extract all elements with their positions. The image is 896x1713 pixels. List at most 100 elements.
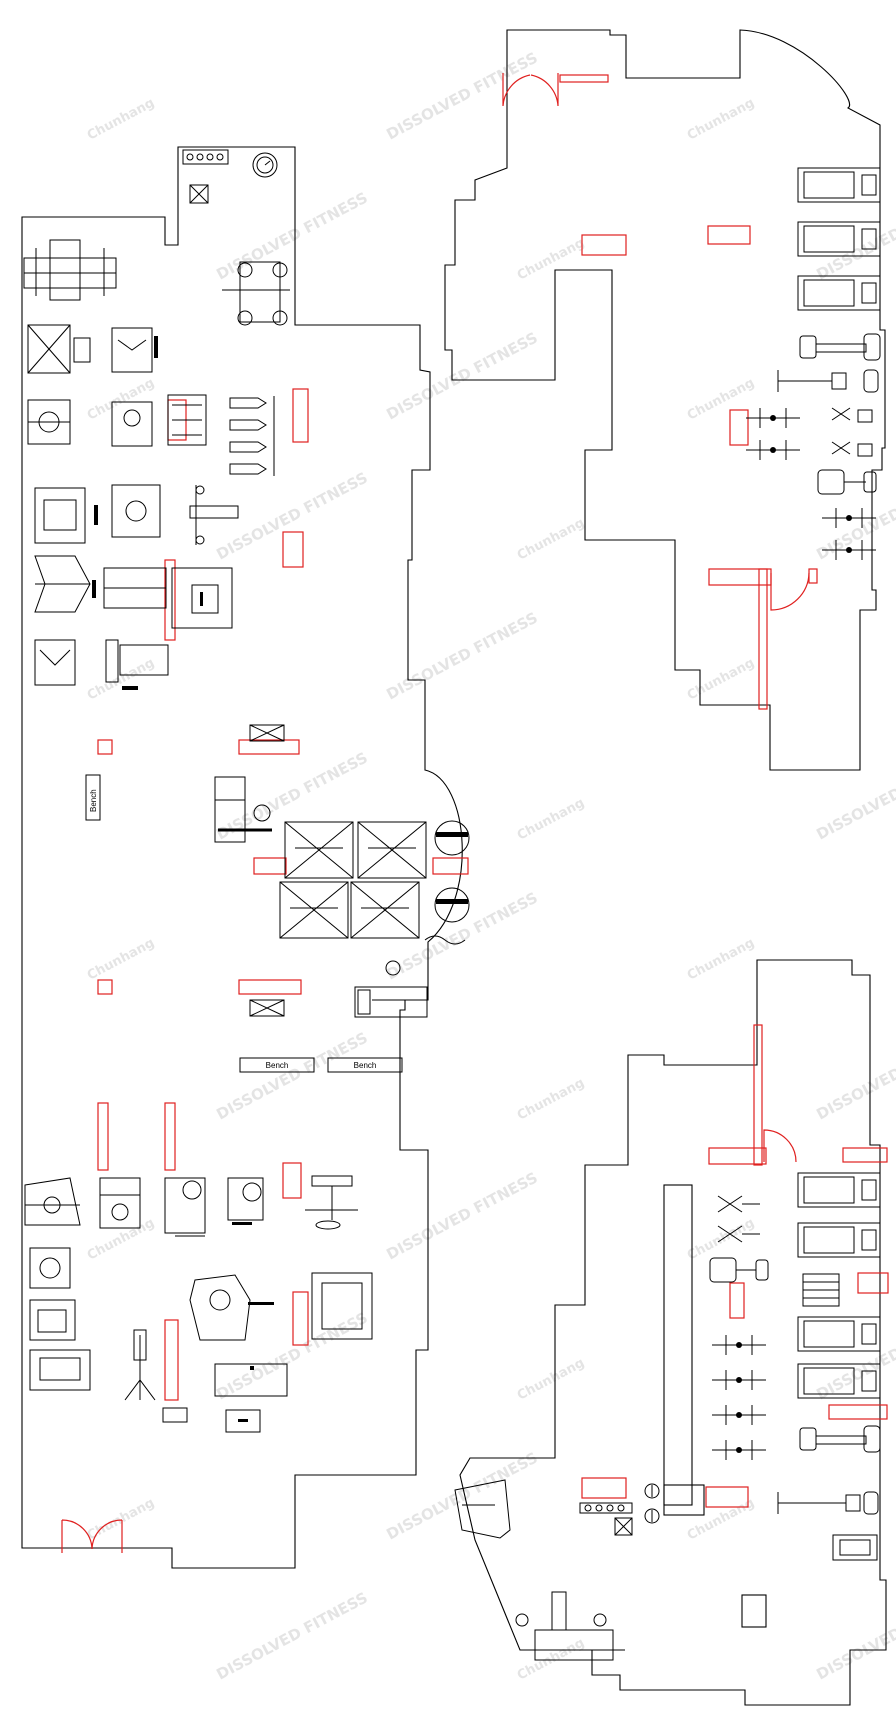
watermark-text: Chunhang xyxy=(685,96,757,144)
cable-station xyxy=(99,1177,141,1229)
watermark-text: Chunhang xyxy=(85,656,157,704)
stepper xyxy=(831,407,873,457)
cable-column xyxy=(105,639,169,690)
storage-box xyxy=(249,999,285,1017)
dumbbell-rack xyxy=(167,394,207,446)
bench-label-vertical: Bench xyxy=(89,789,98,812)
watermark-text: Chunhang xyxy=(515,236,587,284)
leg-curl-machine xyxy=(164,1177,206,1237)
power-rack xyxy=(23,239,117,301)
north-east-cardio xyxy=(746,167,881,560)
lifting-platform xyxy=(350,881,420,939)
watermark-text: DISSOLVED FITNESS xyxy=(383,1169,540,1264)
south-east-counter-end xyxy=(663,1484,705,1516)
watermark-text: Chunhang xyxy=(685,656,757,704)
flat-bench: Bench xyxy=(239,1057,315,1073)
storage-box xyxy=(614,1517,633,1536)
watermark-text: DISSOLVED FITNESS xyxy=(213,469,370,564)
elliptical xyxy=(799,1425,881,1453)
shoulder-press-machine xyxy=(27,399,71,445)
watermark-text: DISSOLVED FITNESS xyxy=(813,1029,896,1124)
watermark-text: Chunhang xyxy=(515,796,587,844)
storage-box xyxy=(249,724,285,742)
dumbbell-rack xyxy=(579,1502,633,1514)
north-west-strength xyxy=(23,149,290,690)
chest-press-machine xyxy=(29,1247,71,1289)
south-west-door-right xyxy=(91,1519,123,1553)
spin-bike xyxy=(712,1440,766,1460)
glute-bridge-machine xyxy=(311,1272,373,1340)
east-partition-south xyxy=(753,1024,763,1166)
smith-rack-south xyxy=(515,1591,625,1661)
barbell-station xyxy=(189,485,239,545)
battle-rope xyxy=(424,935,466,945)
south-west-strength xyxy=(24,1175,373,1433)
east-door-north-frame xyxy=(708,568,772,586)
treadmill xyxy=(797,1222,881,1258)
rower xyxy=(832,1534,878,1561)
multi-gym xyxy=(24,1177,81,1226)
red-markers xyxy=(97,225,889,1508)
leg-extension-machine xyxy=(111,484,161,538)
watermark-text: DISSOLVED FITNESS xyxy=(813,1309,896,1404)
east-partition-north xyxy=(758,568,768,710)
leg-press-machine xyxy=(29,1299,76,1341)
weight-plate-tree xyxy=(434,887,470,923)
dumbbell-column xyxy=(124,1329,156,1401)
watermark-text: Chunhang xyxy=(685,936,757,984)
upright-bike xyxy=(777,1491,879,1515)
chest-press-machine xyxy=(27,324,91,374)
treadmill xyxy=(797,167,881,203)
upright-bike xyxy=(777,369,879,393)
spin-bike xyxy=(712,1370,766,1390)
watermark-text: Chunhang xyxy=(85,936,157,984)
hip-abductor-machine xyxy=(34,555,91,613)
east-door-north-jamb xyxy=(808,568,818,584)
watermark-text: DISSOLVED FITNESS xyxy=(813,189,896,284)
spin-bike xyxy=(746,440,800,460)
pec-deck-machine xyxy=(111,327,158,373)
south-east-wing-outline xyxy=(459,959,887,1706)
watermark-text: DISSOLVED FITNESS xyxy=(383,609,540,704)
center-free-weights: Bench Bench Bench xyxy=(85,724,470,1073)
glute-machine xyxy=(171,567,233,629)
watermark-text: DISSOLVED FITNESS xyxy=(383,49,540,144)
watermark-text: Chunhang xyxy=(85,1216,157,1264)
treadmill xyxy=(797,275,881,311)
water-dispenser xyxy=(644,1483,660,1524)
storage-box xyxy=(189,184,209,204)
weight-plate-tree xyxy=(434,820,470,856)
watermark-text: Chunhang xyxy=(685,376,757,424)
recumbent-bike xyxy=(709,1257,769,1283)
lat-pulldown-machine xyxy=(111,401,153,447)
clock-icon xyxy=(252,152,278,178)
weight-bench-station xyxy=(354,986,428,1018)
north-east-wing-outline xyxy=(444,29,886,771)
cable-crossover xyxy=(454,1479,511,1539)
treadmill xyxy=(797,1316,881,1352)
adductor-machine xyxy=(34,639,76,686)
seated-row-machine xyxy=(92,567,167,609)
watermark-text: DISSOLVED FITNESS xyxy=(813,749,896,844)
east-door-south-frame xyxy=(708,1147,767,1165)
north-double-door-right xyxy=(530,73,559,107)
watermark-text: Chunhang xyxy=(515,1076,587,1124)
elliptical xyxy=(799,333,881,361)
lifting-platform xyxy=(284,821,354,879)
treadmill xyxy=(797,221,881,257)
watermark-text: DISSOLVED FITNESS xyxy=(813,1589,896,1684)
watermark-text: Chunhang xyxy=(515,1356,587,1404)
watermark-text: DISSOLVED FITNESS xyxy=(813,469,896,564)
rowing-machine xyxy=(29,1349,91,1391)
watermark-text: DISSOLVED FITNESS xyxy=(383,329,540,424)
spin-bike xyxy=(746,408,800,428)
weight-box xyxy=(225,1409,261,1433)
spin-bike xyxy=(822,540,876,560)
kettlebells xyxy=(229,396,275,476)
south-west-door-left xyxy=(61,1519,93,1553)
north-double-door-left xyxy=(502,73,531,107)
south-east-counter xyxy=(663,1184,693,1506)
step-box xyxy=(162,1407,188,1423)
